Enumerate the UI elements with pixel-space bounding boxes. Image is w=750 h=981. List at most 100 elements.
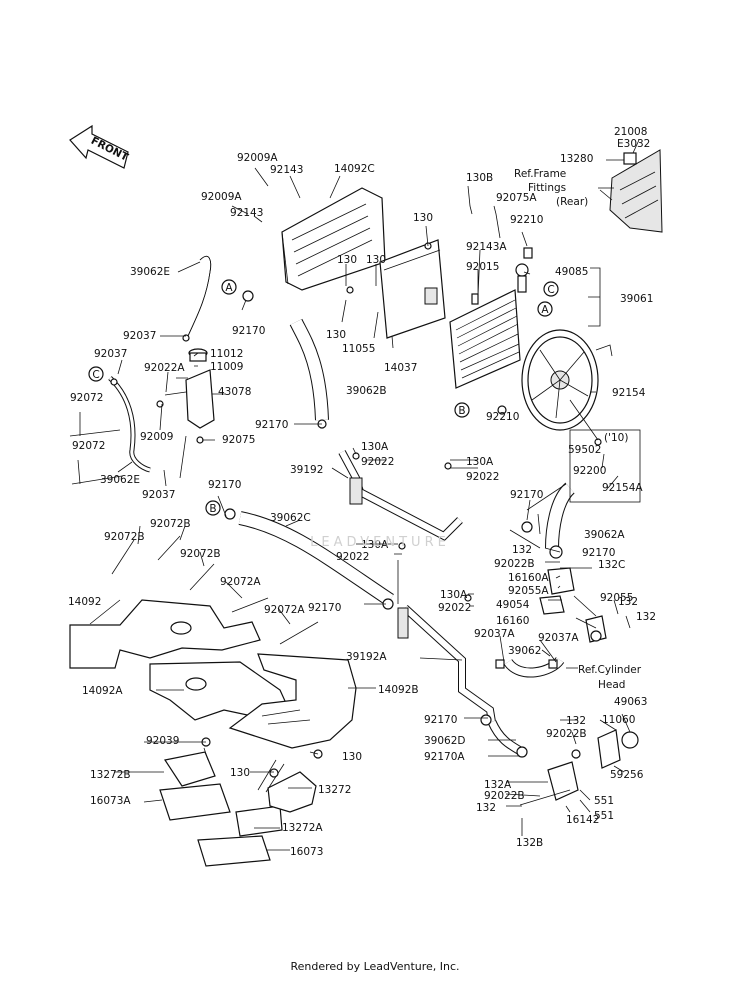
part-number-label: 39062B [346,385,387,397]
frame-fittings-drawing [609,149,663,233]
part-number-label: 92143 [270,164,303,176]
part-number-label: 132C [598,559,625,571]
radiator-screen-drawing [379,239,446,339]
part-number-label: 49063 [614,696,647,708]
part-number-label: 11060 [602,714,635,726]
part-number-label: 92072 [70,392,103,404]
under-cover-14092a [149,661,291,721]
part-number-label: 13272 [318,784,351,796]
ref-cylinder-line-2: Head [598,679,625,691]
part-number-label: 92037A [538,632,579,644]
part-number-label: 92072A [264,604,305,616]
ref-frame-line-1: Ref.Frame [514,168,566,180]
part-number-label: 92055 [600,592,633,604]
part-number-label: 92009A [237,152,278,164]
hose-39062a [545,482,576,549]
part-number-label: 14092C [334,163,375,175]
part-number-label: 92039 [146,735,179,747]
part-number-label: 132 [636,611,656,623]
hose-39062b [289,318,329,421]
part-number-label: 92015 [466,261,499,273]
part-number-label: 14092B [378,684,419,696]
part-number-label: 132 [618,596,638,608]
part-number-label: 39062A [584,529,625,541]
hose-39062d [487,720,525,756]
part-number-label: 551 [594,795,614,807]
callout-letter: B [209,503,216,515]
part-number-label: 13272A [282,822,323,834]
part-number-label: 13280 [560,153,593,165]
part-number-label: 92170 [424,714,457,726]
part-number-label: 21008 [614,126,647,138]
wire-ties [69,429,319,645]
part-number-label: 39062E [130,266,170,278]
ref-frame-text: Ref.Frame Fittings (Rear) [514,168,588,208]
variant-note: ('10) [604,432,628,444]
part-number-label: 92072B [104,531,145,543]
part-number-label: 92075A [496,192,537,204]
part-number-label: 39062C [270,512,311,524]
part-number-label: 130A [440,589,468,601]
part-number-label: 132 [512,544,532,556]
part-number-label: 92022 [438,602,471,614]
part-number-label: 39192A [346,651,387,663]
part-number-label: 92170 [255,419,288,431]
thermostat-housing-drawing [539,567,607,643]
part-number-label: 92072A [220,576,261,588]
part-number-label: 92170 [510,489,543,501]
part-number-label: 92037A [474,628,515,640]
part-number-label: 92037 [142,489,175,501]
part-number-label: 49085 [555,266,588,278]
part-number-label: 92154A [602,482,643,494]
part-number-label: 92170 [232,325,265,337]
part-number-label: 130 [366,254,386,266]
part-number-label: 92210 [486,411,519,423]
cooling-fan-drawing [521,329,613,431]
pipe-39192a [397,605,496,723]
callout-circles [88,279,559,516]
ref-cylinder-text: Ref.Cylinder Head [578,664,642,691]
part-number-label: 92170 [582,547,615,559]
part-number-label: 92022 [336,551,369,563]
part-number-label: 130A [361,441,389,453]
part-number-label: 130 [413,212,433,224]
part-number-label: 92037 [123,330,156,342]
part-number-label: 132B [516,837,543,849]
part-number-label: 551 [594,810,614,822]
front-arrow-icon: FRONT [69,124,131,169]
part-number-label: 39062E [100,474,140,486]
part-number-label: 92170A [424,751,465,763]
part-number-label: 16160A [508,572,549,584]
watermark: LEADVENTURE [310,535,450,550]
part-number-label: 16160 [496,615,529,627]
part-number-label: 43078 [218,386,251,398]
hose-39062e-left [108,376,151,473]
part-number-label: 132 [566,715,586,727]
callout-letter: B [458,405,465,417]
part-number-label: 92072 [72,440,105,452]
part-number-label: 92072B [180,548,221,560]
callout-letter: A [225,282,233,294]
ref-cylinder-line-1: Ref.Cylinder [578,664,642,676]
hose-39062c [238,511,394,606]
part-number-label: 16142 [566,814,599,826]
radiator-shroud-drawing [281,187,386,291]
part-number-label: 92055A [508,585,549,597]
part-number-label: 39062 [508,645,541,657]
radiator-drawing [449,263,529,389]
hose-39062e-top [187,255,212,337]
part-number-label: 14092A [82,685,123,697]
part-number-label: 92170 [208,479,241,491]
part-number-label: 92143A [466,241,507,253]
part-number-label: 92022A [144,362,185,374]
part-number-label: 92022B [546,728,587,740]
part-number-label: 92210 [510,214,543,226]
part-number-label: 130 [342,751,362,763]
part-number-label: 92022B [494,558,535,570]
reservoir-tank-drawing [164,348,215,429]
part-number-label: 92022 [466,471,499,483]
part-number-label: 132A [484,779,512,791]
variant-box [569,429,641,503]
